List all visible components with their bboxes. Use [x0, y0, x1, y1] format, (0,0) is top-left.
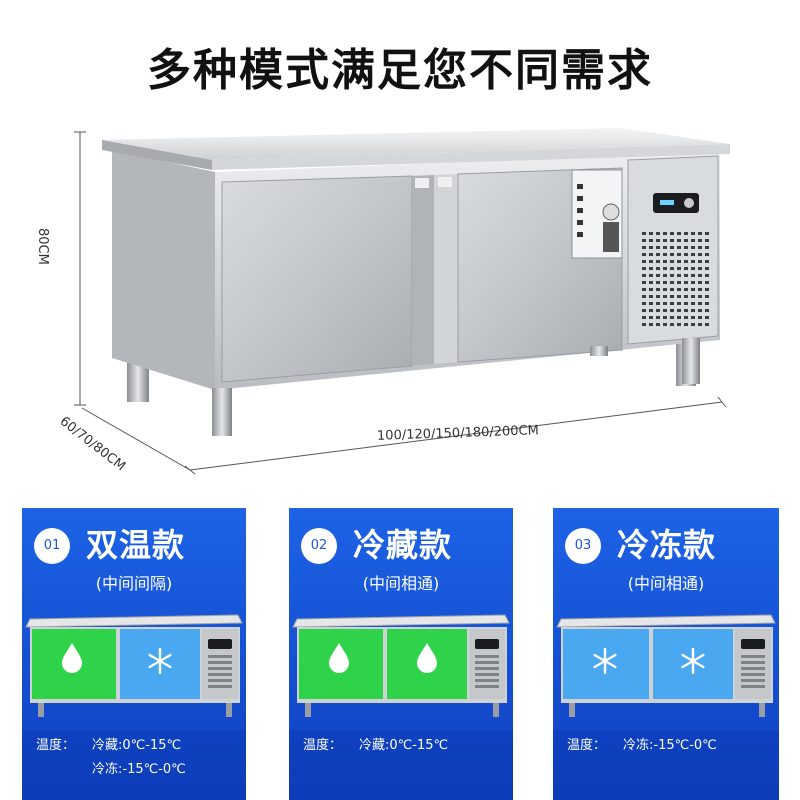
headline: 多种模式满足您不同需求	[147, 45, 653, 96]
card-subtitle: (中间相通)	[362, 574, 440, 593]
temp-value-chill: 冷藏:0℃-15℃	[92, 738, 182, 753]
card-subtitle: (中间相通)	[627, 574, 705, 593]
card-title: 冷冻款	[617, 526, 717, 564]
water-drop-icon	[417, 643, 437, 673]
card-number-badge: 02	[301, 528, 337, 564]
freezer-illustration	[556, 614, 776, 717]
dimension-lines	[74, 131, 727, 475]
snowflake-icon	[681, 647, 705, 675]
water-drop-icon	[329, 643, 349, 673]
temp-value-freeze: 冷冻:-15℃-0℃	[92, 762, 186, 777]
card-subtitle: (中间间隔)	[95, 574, 173, 593]
temp-value-freeze: 冷冻:-15℃-0℃	[623, 738, 717, 753]
card-dual-temp: 01 双温款 (中间间隔) 温度： 冷藏:0℃-15℃	[22, 508, 246, 800]
temp-label: 温度：	[36, 738, 76, 753]
card-number-badge: 01	[34, 528, 70, 564]
card-number-badge: 03	[565, 528, 601, 564]
dual-temp-fridge-illustration	[25, 614, 243, 717]
height-dimension: 80CM	[35, 228, 50, 265]
product-illustration	[74, 128, 730, 475]
control-display	[653, 193, 699, 213]
temp-value-chill: 冷藏:0℃-15℃	[359, 738, 449, 753]
card-title: 冷藏款	[353, 526, 453, 564]
card-freeze: 03 冷冻款 (中间相通)	[553, 508, 779, 800]
snowflake-icon	[148, 647, 172, 675]
temp-label: 温度：	[567, 738, 607, 753]
chill-fridge-illustration	[292, 614, 510, 717]
card-title: 双温款	[86, 526, 186, 564]
temp-label: 温度：	[303, 738, 343, 753]
water-drop-icon	[62, 643, 82, 673]
model-cards: 01 双温款 (中间间隔) 温度： 冷藏:0℃-15℃	[0, 508, 800, 800]
vent-grille	[642, 232, 709, 326]
card-chill: 02 冷藏款 (中间相通) 温度： 冷藏:0℃-15℃	[289, 508, 513, 800]
snowflake-icon	[593, 647, 617, 675]
